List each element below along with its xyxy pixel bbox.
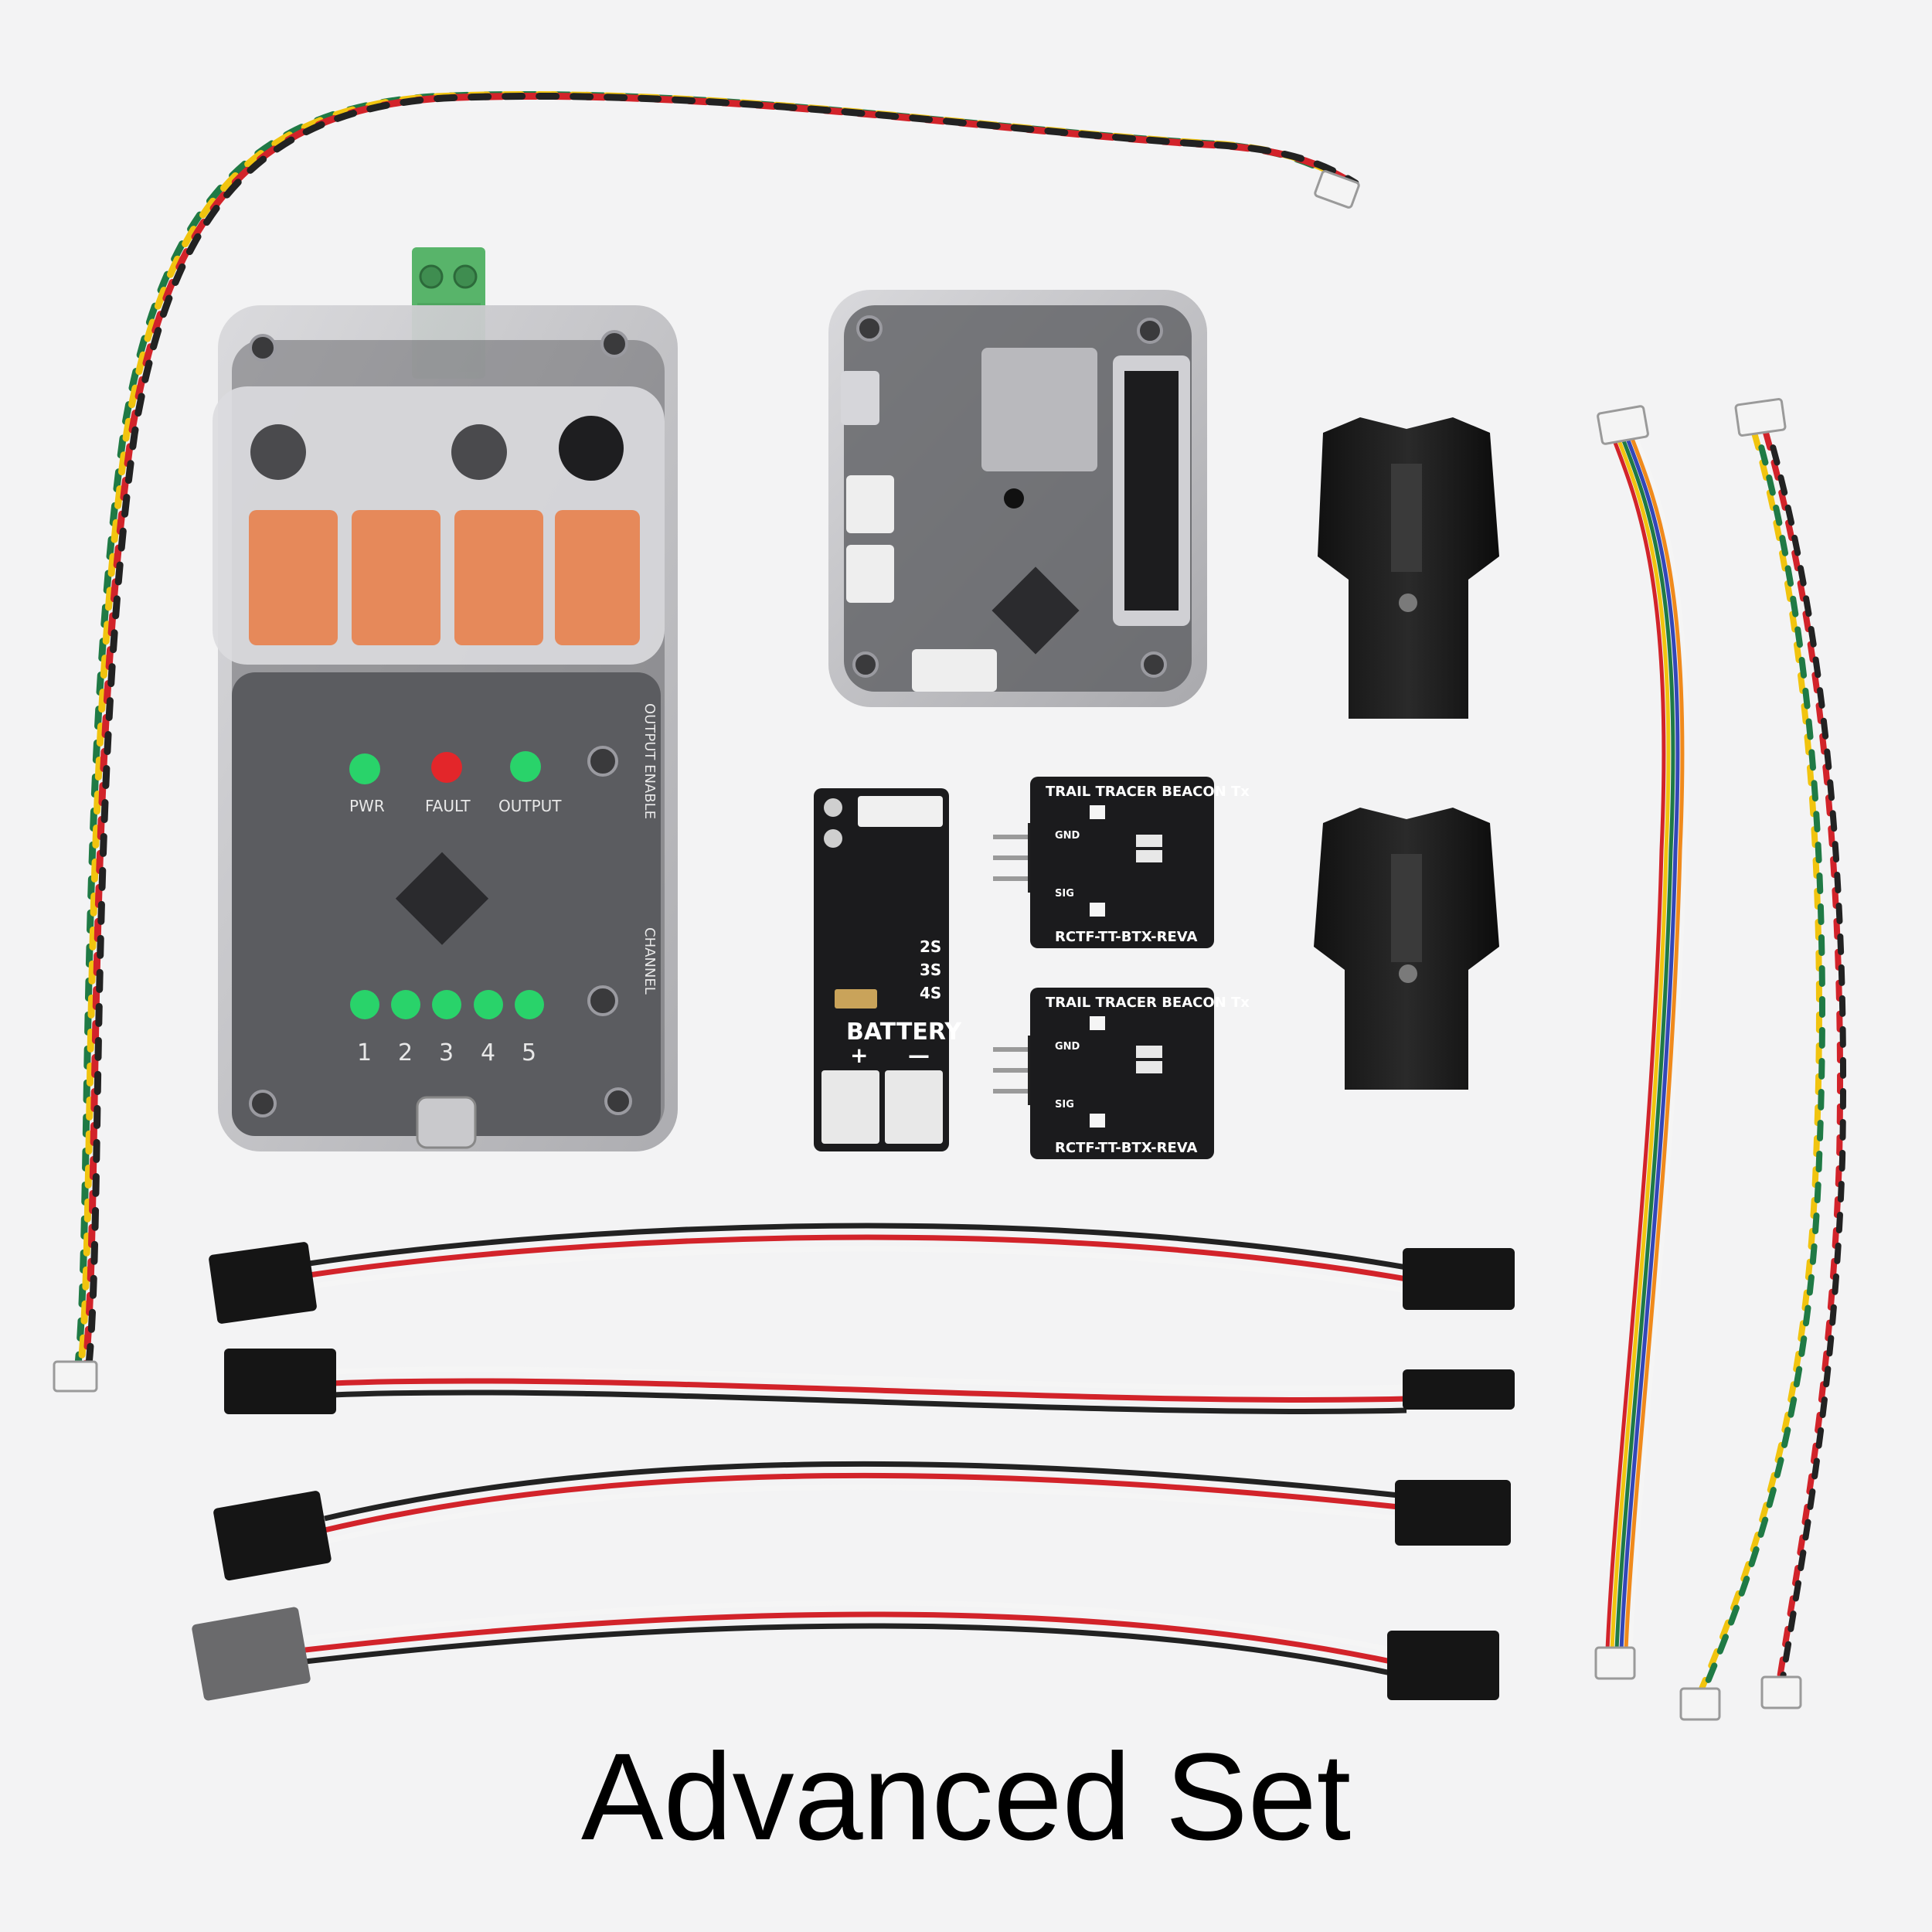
channel-number: 4 [481, 1039, 495, 1066]
twisted-cable-long [73, 90, 1359, 1376]
led-label: OUTPUT [498, 797, 562, 815]
cell-label: 3S [920, 961, 941, 979]
jst-connector [1594, 1646, 1636, 1680]
black-housing [1318, 417, 1499, 719]
servo-cable [308, 1223, 1407, 1294]
channel-number: 5 [522, 1039, 536, 1066]
relay [555, 510, 640, 645]
led-channel [432, 990, 461, 1019]
screw-icon [600, 330, 628, 358]
servo-connector [224, 1349, 336, 1414]
screw-icon [249, 334, 277, 362]
jst-connector [1679, 1687, 1721, 1721]
screw-icon [1137, 318, 1163, 344]
beacon-title: TRAIL TRACER BEACON Tx [1046, 995, 1250, 1011]
relay [249, 510, 338, 645]
jst-connector [53, 170, 1360, 1393]
battery-board: BATTERY + — 2S 3S 4S [814, 788, 962, 1151]
battery-pad-minus [885, 1070, 943, 1144]
servo-cable [304, 1600, 1392, 1676]
servo-connector [192, 1607, 311, 1701]
beacon-pin-label: SIG [1055, 888, 1074, 900]
screw-icon [1141, 651, 1167, 678]
beacon-board: TRAIL TRACER BEACON Tx RCTF-TT-BTX-REVA … [993, 777, 1250, 948]
caption-title: Advanced Set [580, 1727, 1352, 1866]
beacon-pin-label: GND [1055, 1041, 1080, 1053]
relay [454, 510, 543, 645]
led-channel [515, 990, 544, 1019]
side-label: OUTPUT ENABLE [641, 703, 658, 819]
receiver-module [828, 290, 1207, 707]
screw-icon [852, 651, 879, 678]
battery-title: BATTERY [846, 1019, 962, 1046]
led-channel [350, 990, 379, 1019]
beacon-pin-label: SIG [1055, 1099, 1074, 1111]
led-output [510, 751, 541, 782]
beacon-pin-label: GND [1055, 830, 1080, 842]
beacon-board: TRAIL TRACER BEACON Tx RCTF-TT-BTX-REVA … [993, 988, 1250, 1159]
side-label: CHANNEL [641, 927, 658, 995]
battery-plus: + [850, 1043, 868, 1068]
servo-cable [332, 1366, 1407, 1414]
button-icon [587, 985, 618, 1016]
servo-connector [209, 1242, 317, 1324]
servo-connector [213, 1491, 332, 1581]
servo-connector [1403, 1369, 1515, 1410]
screw-icon [249, 1090, 277, 1117]
battery-pad-plus [821, 1070, 879, 1144]
servo-connector [1387, 1631, 1499, 1700]
jst-connector [1597, 405, 1649, 445]
led-channel [391, 990, 420, 1019]
cell-label: 2S [920, 937, 941, 956]
channel-number: 2 [398, 1039, 413, 1066]
servo-connector [1403, 1248, 1515, 1310]
led-channel [474, 990, 503, 1019]
channel-number: 3 [439, 1039, 454, 1066]
led-pwr [349, 753, 380, 784]
controller-module: PWR FAULT OUTPUT 1 2 3 4 5 OUTPUT ENABLE… [213, 247, 678, 1151]
led-label: FAULT [425, 797, 471, 815]
jst-connector [1760, 1675, 1802, 1709]
led-label: PWR [349, 797, 385, 815]
led-fault [431, 752, 462, 783]
ribbon-cable [1605, 432, 1689, 1651]
beacon-model: RCTF-TT-BTX-REVA [1055, 1140, 1197, 1156]
channel-number: 1 [357, 1039, 372, 1066]
twisted-cable-short [1697, 430, 1847, 1696]
beacon-model: RCTF-TT-BTX-REVA [1055, 929, 1197, 945]
button-icon [587, 746, 618, 777]
relay [352, 510, 440, 645]
servo-connector [1395, 1480, 1511, 1546]
black-housing [1314, 808, 1499, 1090]
jst-connector [1734, 398, 1787, 437]
servo-cable [324, 1461, 1400, 1545]
usb-c-port [416, 1096, 477, 1149]
screw-icon [856, 315, 883, 342]
cell-label: 4S [920, 984, 941, 1002]
screw-icon [604, 1087, 632, 1115]
battery-minus: — [908, 1043, 930, 1068]
beacon-title: TRAIL TRACER BEACON Tx [1046, 784, 1250, 800]
